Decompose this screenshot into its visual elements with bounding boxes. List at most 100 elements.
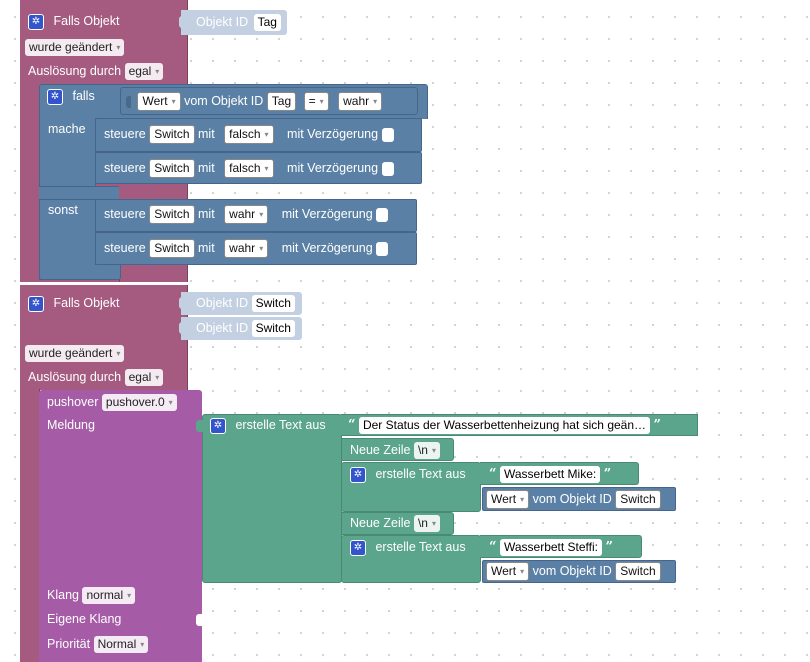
trigger-by-row: Auslösung durch egal▾ [28,62,164,81]
gear-icon[interactable]: ✲ [47,88,63,105]
trigger-by-label: Auslösung durch [28,370,122,384]
text-join-mike-header: ✲ erstelle Text aus [350,465,466,483]
quote-close-icon: ” [653,417,661,433]
control-value-dropdown[interactable]: wahr▾ [224,205,269,225]
mit-label: mit [198,241,215,255]
changed-row: wurde geändert▾ [25,344,125,363]
socket-connector [179,297,185,309]
object-id-label: Objekt ID [196,321,249,335]
priority-row: Priorität Normal▾ [47,635,149,654]
delay-label: mit Verzögerung [287,161,379,175]
object-id-row: Objekt ID Switch [196,319,295,338]
newline-dropdown[interactable]: \n▾ [413,515,440,533]
control-target[interactable]: Switch [149,125,195,145]
delay-label: mit Verzögerung [287,127,379,141]
pushover-label: pushover [47,395,99,409]
pushover-block[interactable] [39,390,202,662]
status-text-row: “ Der Status der Wasserbettenheizung hat… [348,416,661,435]
control-block-else-2[interactable] [95,232,417,265]
delay-checkbox[interactable] [376,207,389,222]
trigger-by-dropdown[interactable]: egal▾ [124,369,164,387]
trigger-2-header: ✲ Falls Objekt [28,294,119,312]
control-value-dropdown[interactable]: wahr▾ [224,239,269,259]
steffi-text-row: “ Wasserbett Steffi: ” [489,538,613,557]
newline-row: Neue Zeile \n▾ [350,441,440,460]
control-value-dropdown[interactable]: falsch▾ [224,125,274,145]
gear-icon[interactable]: ✲ [28,295,44,312]
newline-label: Neue Zeile [350,516,411,530]
compare-row: Wert▾ vom Objekt ID Tag =▾ wahr▾ [126,92,383,112]
socket-connector [179,16,185,28]
control-label: steuere [104,127,146,141]
object-id-field[interactable]: Tag [253,14,281,32]
delay-checkbox[interactable] [381,127,394,142]
operator-dropdown[interactable]: =▾ [303,92,329,112]
sound-label: Klang [47,588,79,602]
quote-open-icon: “ [489,539,497,555]
gear-icon[interactable]: ✲ [350,466,366,483]
create-text-label: erstelle Text aus [375,540,466,554]
pushover-instance-dropdown[interactable]: pushover.0▾ [101,394,177,412]
sonst-label: sonst [48,203,78,217]
control-target[interactable]: Switch [149,205,195,225]
changed-dropdown[interactable]: wurde geändert▾ [25,345,125,363]
trigger-2-title: Falls Objekt [53,296,120,310]
object-id-row: Objekt ID Tag [196,13,281,32]
control-row: steuere Switch mit falsch▾ mit Verzögeru… [104,125,394,145]
value-dropdown[interactable]: Wert▾ [137,92,181,112]
gear-icon[interactable]: ✲ [350,539,366,556]
control-target[interactable]: Switch [149,239,195,259]
object-id-label: Objekt ID [196,15,249,29]
value-dropdown[interactable]: Wert▾ [486,490,530,510]
from-object-field[interactable]: Switch [615,562,661,582]
quote-close-icon: ” [605,539,613,555]
trigger-1-header: ✲ Falls Objekt [28,12,119,30]
value-row: Wert▾ vom Objekt ID Switch [486,490,661,510]
trigger-by-label: Auslösung durch [28,64,122,78]
trigger-by-row: Auslösung durch egal▾ [28,368,164,387]
object-id-label: Objekt ID [196,296,249,310]
newline-label: Neue Zeile [350,443,411,457]
compare-value-dropdown[interactable]: wahr▾ [338,92,383,112]
priority-dropdown[interactable]: Normal▾ [93,636,149,654]
sound-row: Klang normal▾ [47,586,136,605]
delay-checkbox[interactable] [381,161,394,176]
from-object-label: vom Objekt ID [184,94,264,108]
trigger-block-2-spine [20,389,40,662]
create-text-label: erstelle Text aus [375,467,466,481]
object-id-field[interactable]: Switch [251,320,295,338]
text-join-steffi-header: ✲ erstelle Text aus [350,538,466,556]
sound-dropdown[interactable]: normal▾ [82,587,136,605]
delay-label: mit Verzögerung [281,207,373,221]
from-object-field[interactable]: Tag [266,92,297,112]
falls-label: falls [72,89,95,103]
delay-checkbox[interactable] [376,241,389,256]
steffi-text-field[interactable]: Wasserbett Steffi: [499,539,603,557]
priority-label: Priorität [47,637,91,651]
control-label: steuere [104,207,146,221]
newline-dropdown[interactable]: \n▾ [413,442,440,460]
mit-label: mit [198,161,215,175]
pushover-row: pushover pushover.0▾ [47,393,177,412]
gear-icon[interactable]: ✲ [210,417,226,434]
control-label: steuere [104,241,146,255]
text-join-header: ✲ erstelle Text aus [210,416,326,434]
quote-close-icon: ” [603,466,612,482]
control-target[interactable]: Switch [149,159,195,179]
object-id-field[interactable]: Switch [251,295,295,313]
value-dropdown[interactable]: Wert▾ [486,562,530,582]
changed-dropdown[interactable]: wurde geändert▾ [25,39,125,57]
trigger-by-dropdown[interactable]: egal▾ [124,63,164,81]
newline-row: Neue Zeile \n▾ [350,514,440,533]
from-object-field[interactable]: Switch [615,490,661,510]
from-object-label: vom Objekt ID [532,564,612,578]
create-text-label: erstelle Text aus [235,418,326,432]
text-join-block[interactable] [202,414,342,583]
status-text-field[interactable]: Der Status der Wasserbettenheizung hat s… [358,417,651,435]
control-value-dropdown[interactable]: falsch▾ [224,159,274,179]
mike-text-field[interactable]: Wasserbett Mike: [499,466,601,484]
delay-label: mit Verzögerung [281,241,373,255]
socket-connector [179,322,185,334]
gear-icon[interactable]: ✲ [28,13,44,30]
if-block-bottom [39,265,121,280]
